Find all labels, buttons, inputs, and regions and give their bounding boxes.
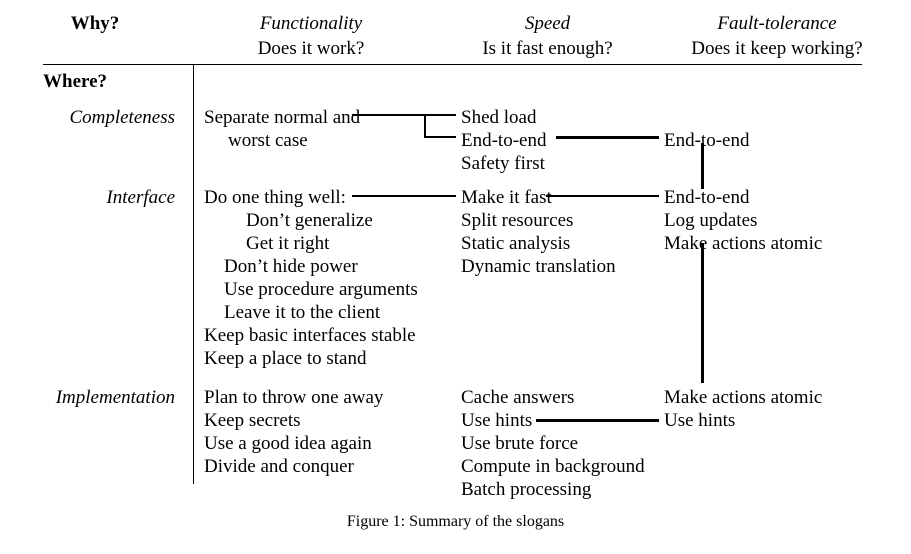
cell-implementation-functionality-line-1: Plan to throw one away [204, 387, 384, 408]
cell-implementation-fault-tolerance-line-2: Use hints [664, 410, 736, 431]
cell-interface-functionality-line-2: Don’t generalize [246, 210, 373, 231]
cell-implementation-speed-line-3: Use brute force [461, 433, 579, 454]
cell-implementation-speed-line-2: Use hints [461, 410, 533, 431]
connector-make-it-fast-to-end-to-end [546, 195, 659, 197]
column-subtitle-fault-tolerance: Does it keep working? [691, 38, 863, 59]
cell-implementation-functionality-line-2: Keep secrets [204, 410, 301, 431]
cell-interface-fault-tolerance-line-2: Log updates [664, 210, 758, 231]
cell-interface-speed-line-1: Make it fast [461, 187, 552, 208]
connector-completeness-fork-to-end-to-end [424, 136, 456, 138]
cell-implementation-functionality-line-3: Use a good idea again [204, 433, 372, 454]
connector-use-hints-speed-to-fault-tolerance [536, 419, 659, 422]
cell-interface-speed-line-3: Static analysis [461, 233, 571, 254]
cell-interface-fault-tolerance-line-1: End-to-end [664, 187, 750, 208]
column-header-fault-tolerance: Fault-tolerance [717, 13, 837, 34]
cell-completeness-speed-line-2: End-to-end [461, 130, 547, 151]
cell-interface-functionality-line-1: Do one thing well: [204, 187, 346, 208]
column-header-why: Why? [70, 13, 120, 34]
column-header-speed: Speed [524, 13, 571, 34]
connector-make-actions-atomic-vertical [701, 243, 704, 383]
cell-interface-speed-line-4: Dynamic translation [461, 256, 616, 277]
cell-completeness-functionality-line-1: Separate normal and [204, 107, 361, 128]
connector-do-one-thing-well-to-make-it-fast [352, 195, 456, 197]
connector-completeness-func-to-shed-load [352, 114, 456, 116]
cell-implementation-speed-line-5: Batch processing [461, 479, 592, 500]
column-header-functionality: Functionality [259, 13, 363, 34]
row-label-implementation: Implementation [55, 387, 175, 408]
row-label-completeness: Completeness [69, 107, 175, 128]
cell-implementation-fault-tolerance-line-1: Make actions atomic [664, 387, 823, 408]
row-label-interface: Interface [106, 187, 175, 208]
cell-interface-fault-tolerance-line-3: Make actions atomic [664, 233, 823, 254]
column-divider-rule [193, 64, 194, 484]
cell-interface-functionality-line-8: Keep a place to stand [204, 348, 367, 369]
cell-implementation-speed-line-4: Compute in background [461, 456, 645, 477]
cell-interface-functionality-line-4: Don’t hide power [224, 256, 358, 277]
cell-interface-functionality-line-5: Use procedure arguments [224, 279, 418, 300]
cell-interface-functionality-line-3: Get it right [246, 233, 330, 254]
row-axis-label-where: Where? [43, 71, 108, 92]
cell-completeness-fault-tolerance-line-1: End-to-end [664, 130, 750, 151]
connector-end-to-end-vertical-upper [701, 143, 704, 189]
cell-completeness-functionality-line-2: worst case [228, 130, 308, 151]
connector-completeness-fork-vertical [424, 114, 426, 138]
cell-implementation-functionality-line-4: Divide and conquer [204, 456, 354, 477]
cell-interface-functionality-line-7: Keep basic interfaces stable [204, 325, 416, 346]
figure-caption: Figure 1: Summary of the slogans [346, 513, 565, 530]
cell-interface-functionality-line-6: Leave it to the client [224, 302, 381, 323]
column-subtitle-functionality: Does it work? [257, 38, 365, 59]
cell-completeness-speed-line-1: Shed load [461, 107, 537, 128]
cell-implementation-speed-line-1: Cache answers [461, 387, 575, 408]
column-subtitle-speed: Is it fast enough? [482, 38, 613, 59]
cell-interface-speed-line-2: Split resources [461, 210, 574, 231]
cell-completeness-speed-line-3: Safety first [461, 153, 545, 174]
connector-end-to-end-speed-to-fault-tolerance [556, 136, 659, 139]
header-divider-rule [43, 64, 862, 65]
